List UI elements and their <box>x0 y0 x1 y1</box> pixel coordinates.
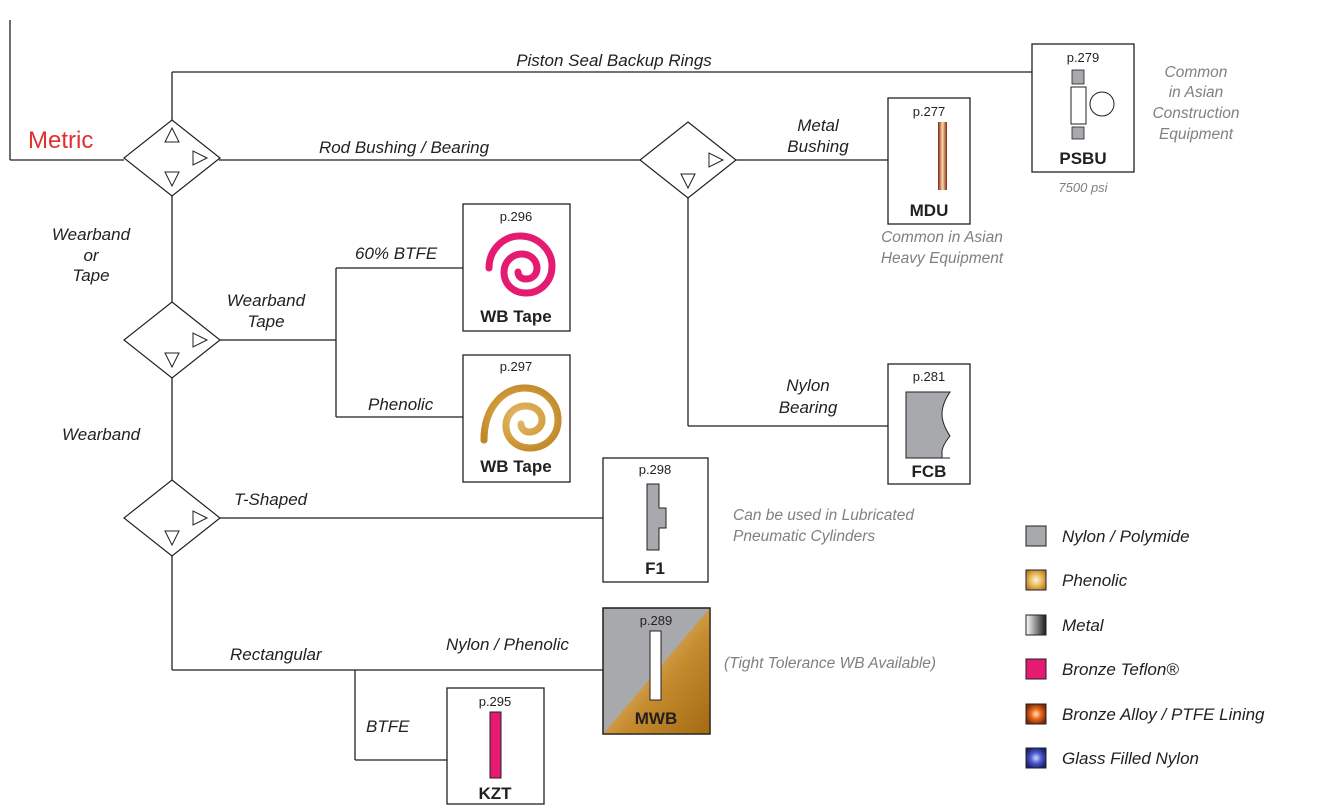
root-label-metric: Metric <box>28 127 93 154</box>
legend-label: Nylon / Polymide <box>1062 527 1190 546</box>
note-psbu-psi: 7500 psi <box>1058 180 1108 195</box>
product-code: MWB <box>635 709 677 728</box>
legend-item-phenolic: Phenolic <box>1025 569 1128 591</box>
legend-item-glass-filled-nylon: Glass Filled Nylon <box>1025 747 1199 769</box>
note-psbu-4: Equipment <box>1159 126 1234 143</box>
branch-label-wearband-tape-2: Tape <box>247 312 284 331</box>
branch-label-btfe: BTFE <box>366 717 410 736</box>
product-code: WB Tape <box>480 307 551 326</box>
page-ref: p.295 <box>479 694 512 709</box>
legend-item-metal: Metal <box>1025 614 1105 636</box>
note-mdu-1: Common in Asian <box>881 229 1003 246</box>
legend-label: Bronze Teflon® <box>1062 660 1179 679</box>
note-psbu-2: in Asian <box>1169 84 1224 101</box>
branch-label-metal-bushing-2: Bushing <box>787 137 849 156</box>
branch-label-piston-seal-backup: Piston Seal Backup Rings <box>516 51 712 70</box>
product-box-mdu[interactable]: p.277 MDU <box>887 97 971 225</box>
decision-diamond-root <box>123 119 221 197</box>
legend-item-bronze-alloy: Bronze Alloy / PTFE Lining <box>1025 703 1265 725</box>
product-box-mwb[interactable]: p.289 MWB <box>602 607 711 735</box>
branch-label-nylon-bearing-2: Bearing <box>779 398 838 417</box>
branch-label-nylon-bearing-1: Nylon <box>786 376 829 395</box>
product-box-f1[interactable]: p.298 F1 <box>602 457 709 583</box>
f1-profile <box>646 483 667 551</box>
product-code: FCB <box>912 462 947 481</box>
product-code: F1 <box>645 559 665 578</box>
branch-label-nylon-phenolic: Nylon / Phenolic <box>446 635 569 654</box>
product-code: MDU <box>910 201 949 220</box>
page-ref: p.277 <box>913 104 946 119</box>
legend-label: Bronze Alloy / PTFE Lining <box>1062 705 1265 724</box>
branch-label-wearband-tape-1: Wearband <box>227 291 306 310</box>
branch-label-metal-bushing-1: Metal <box>797 116 840 135</box>
psbu-oring <box>1089 91 1115 117</box>
branch-label-rod-bushing: Rod Bushing / Bearing <box>319 138 490 157</box>
mdu-profile <box>938 122 947 190</box>
product-box-fcb[interactable]: p.281 FCB <box>887 363 971 485</box>
branch-label-phenolic: Phenolic <box>368 395 434 414</box>
legend-item-nylon: Nylon / Polymide <box>1025 525 1190 547</box>
mwb-profile <box>649 630 662 701</box>
legend-label: Phenolic <box>1062 571 1128 590</box>
psbu-seal <box>1070 86 1087 125</box>
product-box-wb-tape-phenolic[interactable]: p.297 WB Tape <box>462 354 571 483</box>
legend-item-bronze-teflon: Bronze Teflon® <box>1025 658 1179 680</box>
note-mdu-2: Heavy Equipment <box>881 250 1004 267</box>
legend-swatch <box>1025 614 1047 636</box>
note-f1-1: Can be used in Lubricated <box>733 507 915 524</box>
product-box-wb-tape-btfe[interactable]: p.296 WB Tape <box>462 203 571 332</box>
legend-swatch <box>1025 569 1047 591</box>
branch-label-wearband: Wearband <box>62 425 141 444</box>
note-psbu-3: Construction <box>1152 105 1239 122</box>
decision-diamond-rod-bushing <box>639 121 737 199</box>
branch-label-wearband-or-tape-3: Tape <box>72 266 109 285</box>
branch-label-btfe60: 60% BTFE <box>355 244 438 263</box>
product-box-kzt[interactable]: p.295 KZT <box>446 687 545 805</box>
note-mwb: (Tight Tolerance WB Available) <box>724 655 936 672</box>
kzt-profile <box>489 711 502 779</box>
legend-label: Glass Filled Nylon <box>1062 749 1199 768</box>
product-code: PSBU <box>1059 149 1106 168</box>
note-psbu-1: Common <box>1165 64 1228 81</box>
psbu-backup-ring-bottom <box>1071 126 1085 140</box>
fcb-profile <box>905 391 951 459</box>
legend-swatch <box>1025 747 1047 769</box>
wb-tape-btfe-spiral <box>485 232 556 297</box>
page-ref: p.289 <box>640 613 673 628</box>
branch-label-wearband-or-tape-1: Wearband <box>52 225 131 244</box>
decision-diamond-wearband <box>123 479 221 557</box>
branch-label-rectangular: Rectangular <box>230 645 323 664</box>
branch-label-wearband-or-tape-2: or <box>83 246 99 265</box>
connector-lines <box>9 20 1032 761</box>
branch-label-t-shaped: T-Shaped <box>234 490 308 509</box>
legend-swatch <box>1025 703 1047 725</box>
decision-diamond-wearband-tape <box>123 301 221 379</box>
legend: Nylon / Polymide Phenolic Metal Bronze T… <box>1025 525 1265 769</box>
product-code: WB Tape <box>480 457 551 476</box>
legend-swatch <box>1025 525 1047 547</box>
legend-label: Metal <box>1062 616 1105 635</box>
note-f1-2: Pneumatic Cylinders <box>733 528 875 545</box>
page-ref: p.298 <box>639 462 672 477</box>
page-ref: p.279 <box>1067 50 1100 65</box>
legend-swatch <box>1025 658 1047 680</box>
psbu-backup-ring-top <box>1071 69 1085 85</box>
page-ref: p.281 <box>913 369 946 384</box>
wb-tape-phenolic-spiral-shade <box>480 384 562 452</box>
page-ref: p.296 <box>500 209 533 224</box>
product-box-psbu[interactable]: p.279 PSBU <box>1031 43 1135 173</box>
product-code: KZT <box>478 784 512 803</box>
page-ref: p.297 <box>500 359 533 374</box>
